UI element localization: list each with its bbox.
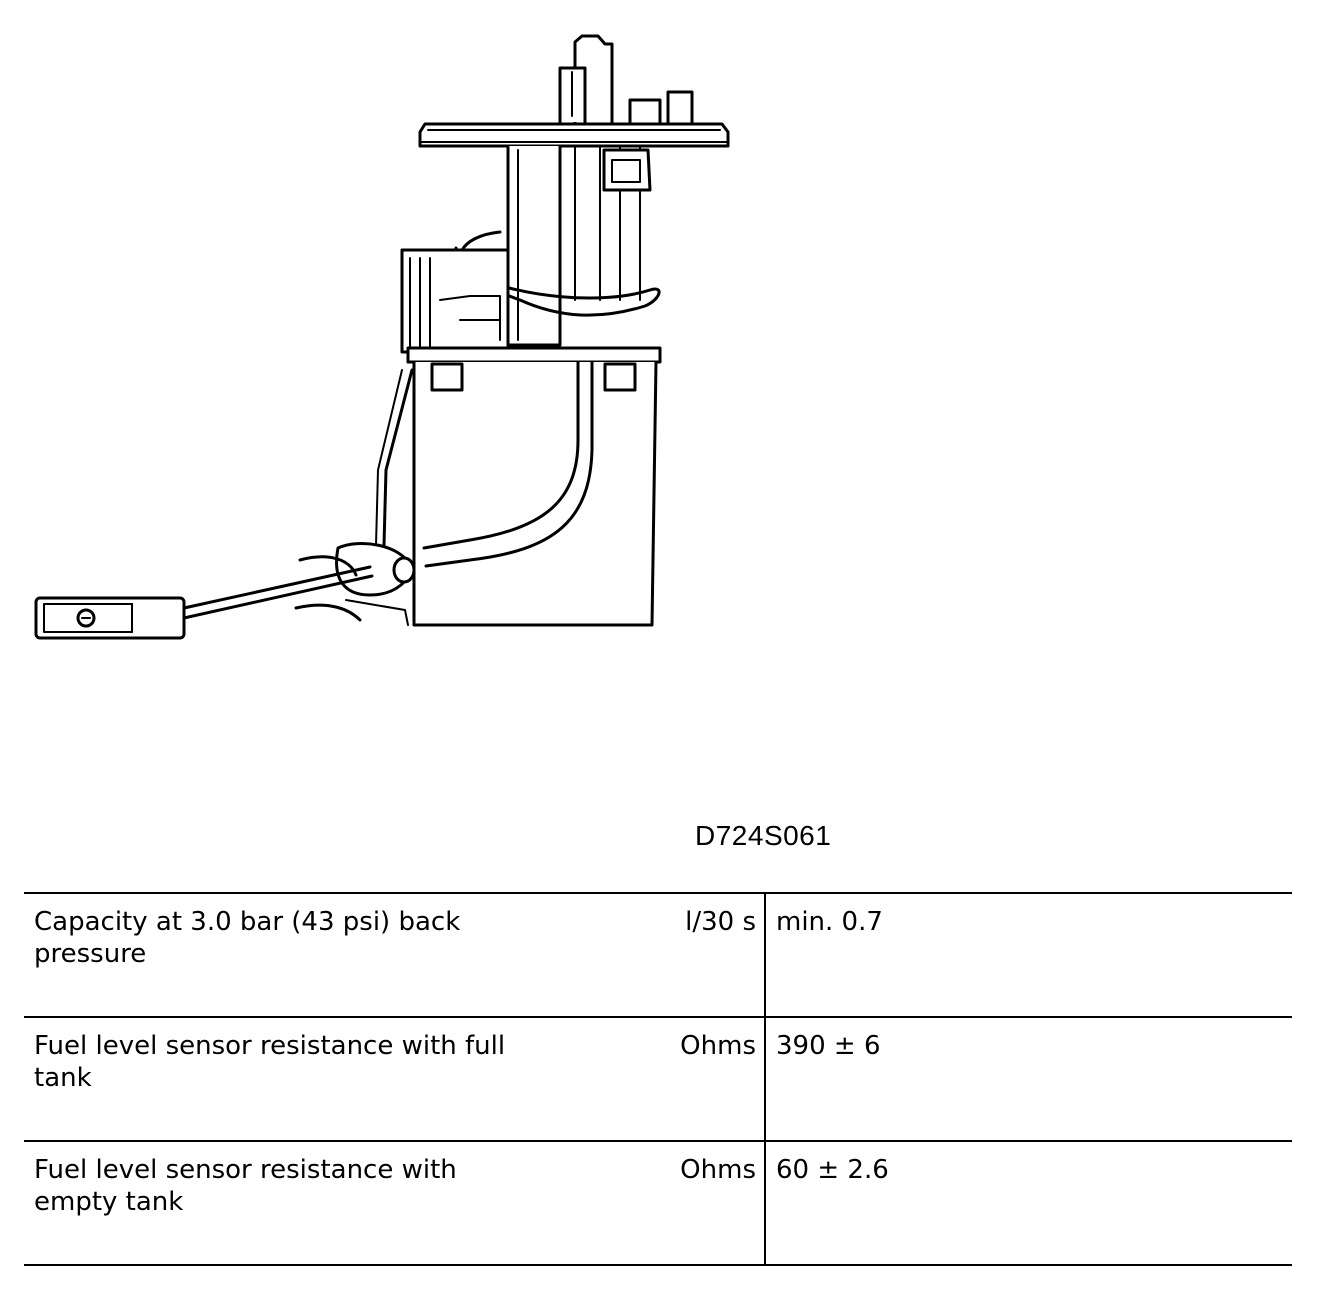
- table-row: Capacity at 3.0 bar (43 psi) back pressu…: [24, 894, 1292, 1018]
- fuel-pump-illustration: [34, 34, 730, 640]
- spec-value: 390 ± 6: [776, 1031, 881, 1061]
- spec-unit: Ohms: [534, 1142, 766, 1264]
- filter-housing: [400, 248, 510, 354]
- spec-unit: Ohms: [534, 1018, 766, 1140]
- fuel-reservoir: [412, 360, 658, 627]
- reservoir-lid: [406, 346, 662, 364]
- float-arm: [182, 565, 374, 620]
- spec-label: Fuel level sensor resistance with empty …: [34, 1155, 457, 1217]
- table-row: Fuel level sensor resistance with empty …: [24, 1142, 1292, 1266]
- spec-value: 60 ± 2.6: [776, 1155, 889, 1185]
- spec-value: min. 0.7: [776, 907, 883, 937]
- spec-label: Capacity at 3.0 bar (43 psi) back pressu…: [34, 907, 461, 969]
- spec-unit: l/30 s: [534, 894, 766, 1016]
- table-row: Fuel level sensor resistance with full t…: [24, 1018, 1292, 1142]
- fuel-pump-drawing: [34, 34, 730, 640]
- spec-table: Capacity at 3.0 bar (43 psi) back pressu…: [24, 892, 1292, 1266]
- pump-column: [506, 144, 562, 347]
- spec-label: Fuel level sensor resistance with full t…: [34, 1031, 506, 1093]
- figure-code: D724S061: [695, 820, 832, 851]
